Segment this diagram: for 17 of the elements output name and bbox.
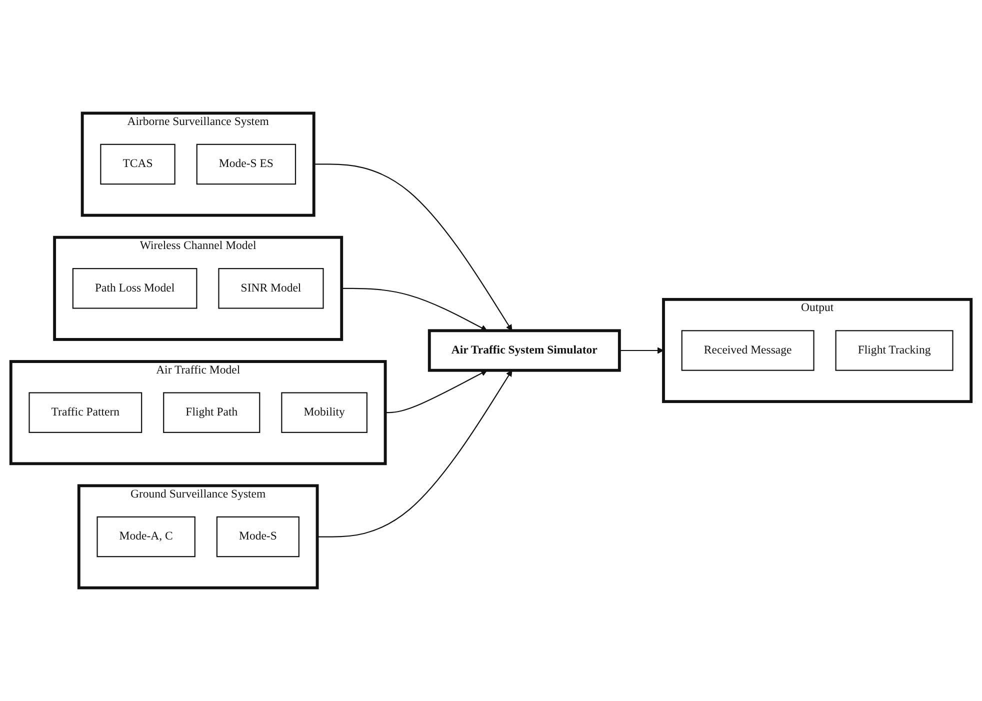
arrow [314, 164, 512, 331]
node-box: Mode-S ES [196, 144, 296, 185]
arrow [342, 288, 488, 331]
arrow [385, 370, 488, 414]
arrow [317, 370, 512, 538]
node-box: Flight Tracking [835, 330, 954, 371]
node-box: Mode-S [216, 516, 300, 558]
node-box: Path Loss Model [72, 268, 198, 309]
node-box: TCAS [100, 144, 176, 185]
arrow [619, 347, 664, 354]
node-box: Traffic Pattern [28, 392, 142, 433]
node-box: Mode-A, C [96, 516, 196, 558]
node-box: Mobility [281, 392, 368, 433]
node-box: Flight Path [163, 392, 260, 433]
node-box: SINR Model [218, 268, 324, 309]
node-box: Received Message [681, 330, 814, 371]
node-box: Air Traffic System Simulator [428, 329, 621, 372]
